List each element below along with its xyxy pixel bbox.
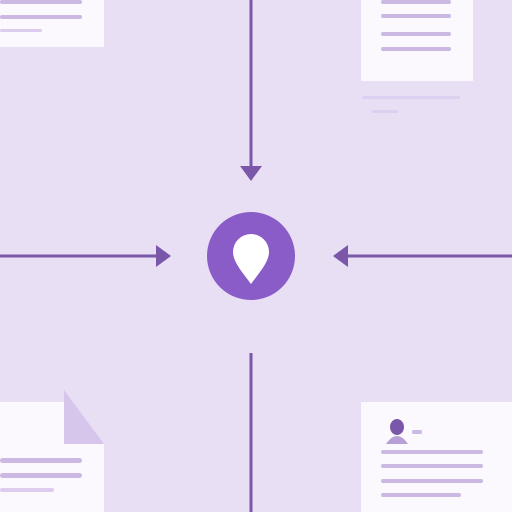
arrowhead-right-icon xyxy=(156,245,171,267)
text-line xyxy=(381,479,483,483)
text-line xyxy=(381,450,483,454)
location-pin-icon xyxy=(233,234,269,284)
caption-line xyxy=(372,110,398,113)
document-card-bottom-left xyxy=(0,390,104,512)
text-line xyxy=(0,458,82,463)
text-line xyxy=(412,430,422,434)
card-background xyxy=(0,402,104,512)
text-line xyxy=(0,29,42,32)
card-background xyxy=(0,0,104,47)
text-line xyxy=(381,32,451,36)
text-line xyxy=(381,47,451,51)
text-line xyxy=(381,464,483,468)
document-card-bottom-right xyxy=(361,402,512,512)
document-card-top-left xyxy=(0,0,104,47)
connector-right xyxy=(333,245,512,267)
profile-icon xyxy=(386,419,408,444)
connector-left xyxy=(0,245,171,267)
card-background xyxy=(361,0,473,81)
arrowhead-down-icon xyxy=(240,166,262,181)
text-line xyxy=(381,14,451,18)
text-line xyxy=(0,473,82,478)
arrowhead-left-icon xyxy=(333,245,348,267)
text-line xyxy=(0,15,82,19)
folded-corner-icon xyxy=(64,390,104,444)
connector-top xyxy=(240,0,262,181)
caption-line xyxy=(362,96,460,99)
document-card-top-right xyxy=(361,0,473,113)
text-line xyxy=(0,488,54,492)
hub-node[interactable] xyxy=(207,212,295,300)
text-line xyxy=(0,0,82,4)
text-line xyxy=(381,0,451,4)
text-line xyxy=(381,493,461,497)
